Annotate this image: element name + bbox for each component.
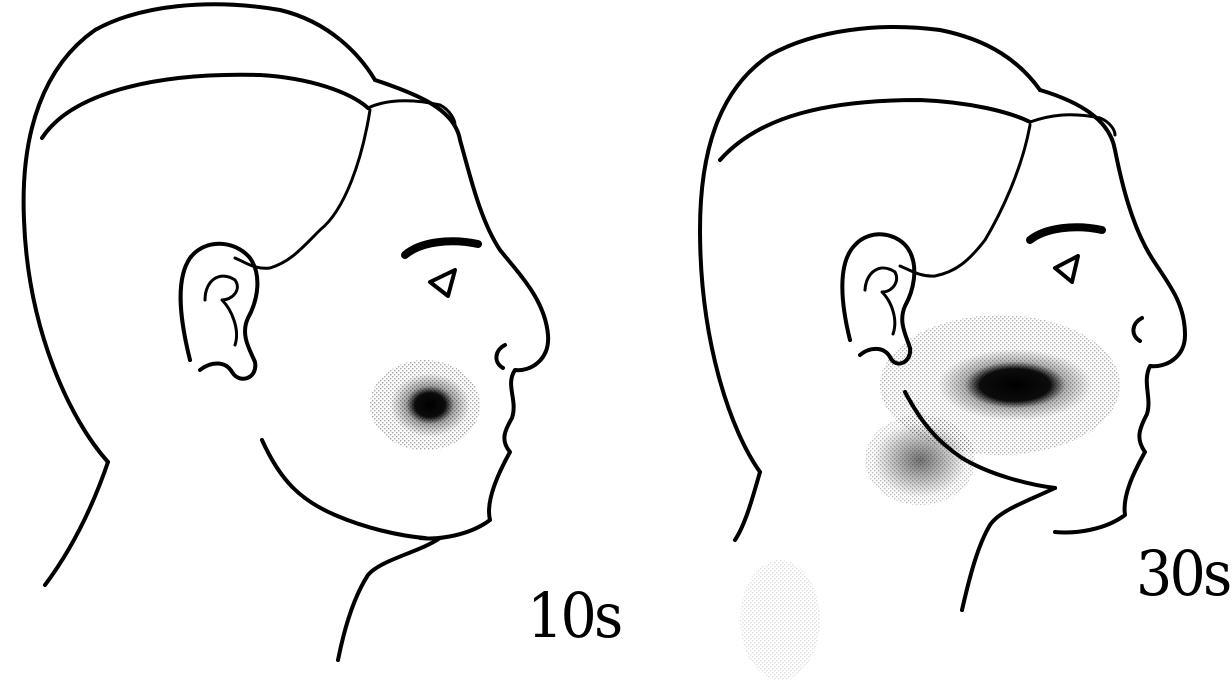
head-right-face-profile <box>1040 90 1185 532</box>
head-left-eyebrow <box>405 241 478 255</box>
head-left-temple <box>235 110 370 268</box>
head-right-eye <box>1055 256 1078 282</box>
head-left <box>24 4 549 660</box>
head-right-nostril <box>1133 318 1142 341</box>
head-left-jaw <box>262 440 425 538</box>
head-right-hairline-top <box>720 100 1030 160</box>
head-right-neck-back <box>735 472 760 540</box>
time-label-30s: 30s <box>1136 543 1230 605</box>
head-left-eye <box>430 270 455 296</box>
head-left-hairline-top <box>42 75 368 138</box>
head-right-ear-inner <box>865 268 897 334</box>
head-right-temple <box>900 125 1030 276</box>
pain-spot-left <box>370 360 480 450</box>
head-left-neck-front <box>338 538 440 660</box>
head-right <box>700 27 1185 610</box>
head-left-outline-back <box>24 4 375 462</box>
pain-spot-right <box>740 315 1120 680</box>
head-left-ear-inner <box>205 276 237 345</box>
head-left-neck-back <box>45 462 108 585</box>
time-label-10s: 10s <box>527 585 621 647</box>
head-left-face-profile <box>375 80 548 538</box>
head-left-nostril <box>496 345 505 368</box>
head-right-eyebrow <box>1030 227 1102 240</box>
head-right-neck-front <box>962 488 1055 610</box>
